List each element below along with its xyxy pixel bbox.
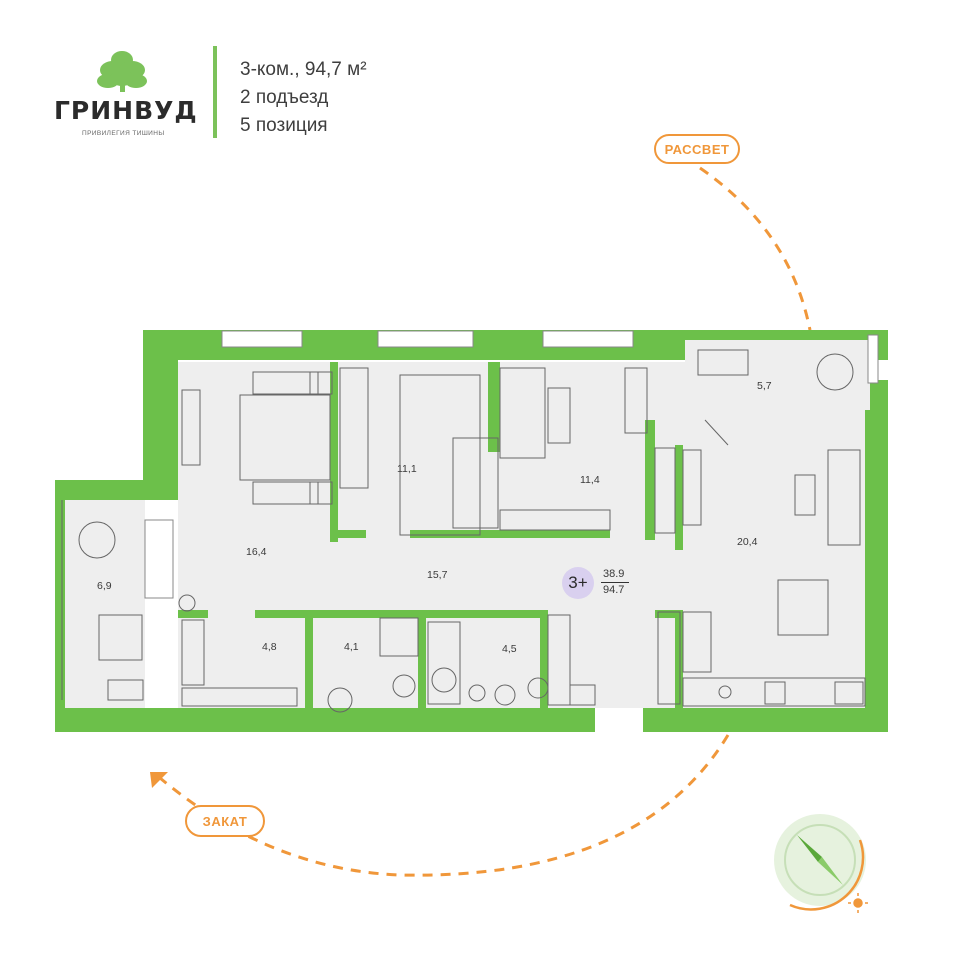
room-area-loggia-left: 6,9 — [97, 580, 112, 592]
sunrise-path — [699, 166, 812, 331]
room-area-bedroom-3: 11,4 — [580, 474, 600, 486]
apartment-type-badge: 3+ — [562, 567, 594, 599]
brand-name: ГРИНВУД — [54, 96, 198, 125]
sunset-label: ЗАКАТ — [185, 805, 265, 837]
sunrise-label: РАССВЕТ — [654, 134, 740, 164]
room-area-bedroom-2: 11,1 — [397, 463, 417, 475]
brand-tagline: ПРИВИЛЕГИЯ ТИШИНЫ — [82, 130, 165, 137]
total-area-value: 94.7 — [603, 584, 625, 596]
room-area-bedroom-main: 16,4 — [246, 546, 267, 558]
bed-main — [239, 394, 331, 481]
living-area-value: 38.9 — [603, 568, 625, 580]
room-area-loggia-right: 5,7 — [757, 380, 772, 392]
compass-icon — [774, 814, 866, 911]
room-area-wardrobe: 4,8 — [262, 641, 277, 653]
rooms-area-text: 3-ком., 94,7 м² — [240, 59, 367, 80]
sun-icon — [848, 893, 868, 913]
room-area-kitchen-living: 20,4 — [737, 536, 758, 548]
header-divider — [213, 46, 217, 138]
entrance-text: 2 подъезд — [240, 87, 329, 108]
position-text: 5 позиция — [240, 115, 328, 136]
room-area-hallway: 15,7 — [427, 569, 448, 581]
room-area-bathroom-2: 4,5 — [502, 643, 517, 655]
sunset-arrow-icon — [150, 772, 168, 788]
area-fraction-line — [601, 582, 629, 583]
apartment-info: 3-ком., 94,7 м² 2 подъезд 5 позиция — [240, 56, 367, 140]
tree-logo-icon — [97, 51, 147, 92]
room-area-bathroom-1: 4,1 — [344, 641, 359, 653]
